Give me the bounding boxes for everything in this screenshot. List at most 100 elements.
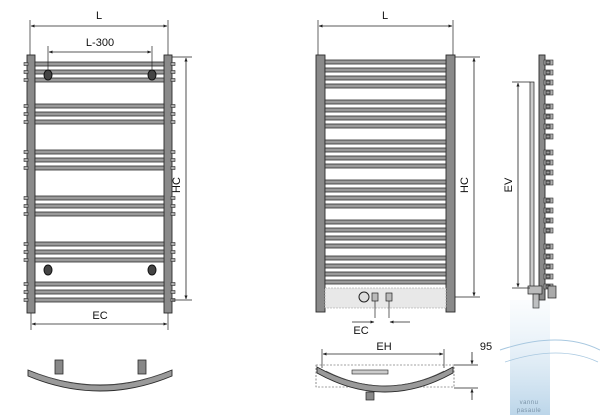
bar-profile-core xyxy=(545,60,551,65)
bar-end-right xyxy=(170,112,176,116)
bar-end-right xyxy=(170,120,176,124)
towel-bar xyxy=(324,195,447,201)
bar-end-left xyxy=(23,70,29,74)
towel-bar xyxy=(324,147,447,153)
towel-bar xyxy=(324,279,447,285)
bar-end-right xyxy=(170,62,176,66)
towel-bar xyxy=(34,257,165,263)
middle-top-view: EH 95 xyxy=(315,341,492,401)
bar-end-right xyxy=(170,196,176,200)
bar-end-left xyxy=(23,204,29,208)
bar-end-left xyxy=(23,158,29,162)
towel-bar xyxy=(324,271,447,277)
towel-bar xyxy=(324,123,447,129)
bar-profile-core xyxy=(545,150,551,155)
towel-bar xyxy=(34,203,165,209)
bar-profile-core xyxy=(545,70,551,75)
towel-bar xyxy=(34,289,165,295)
bar-profile-core xyxy=(545,208,551,213)
middle-right-rail xyxy=(445,54,456,313)
front-centers-label: EC xyxy=(92,310,107,322)
middle-width-label: L xyxy=(382,10,388,22)
towel-bar xyxy=(34,111,165,117)
bar-end-left xyxy=(23,104,29,108)
bar-profile-core xyxy=(545,254,551,259)
front-height-label: HC xyxy=(171,177,183,193)
towel-bar xyxy=(34,249,165,255)
bar-end-right xyxy=(170,242,176,246)
towel-bar xyxy=(34,77,165,83)
bar-end-left xyxy=(23,250,29,254)
towel-bar xyxy=(34,241,165,247)
bar-end-right xyxy=(170,78,176,82)
towel-bar xyxy=(324,227,447,233)
bar-end-right xyxy=(170,166,176,170)
towel-bar xyxy=(324,139,447,145)
bar-end-right xyxy=(170,150,176,154)
towel-bar xyxy=(324,219,447,225)
valve xyxy=(358,291,393,318)
towel-bar xyxy=(34,211,165,217)
bar-end-right xyxy=(170,204,176,208)
watermark-text-1: vannu xyxy=(520,400,539,406)
middle-left-rail xyxy=(315,54,326,313)
towel-bar xyxy=(34,69,165,75)
towel-bar xyxy=(324,243,447,249)
bar-profile-core xyxy=(545,114,551,119)
towel-bar xyxy=(34,165,165,171)
bar-end-right xyxy=(170,290,176,294)
towel-bar xyxy=(324,59,447,65)
middle-view-bars xyxy=(324,59,447,285)
bar-profile-core xyxy=(545,104,551,109)
towel-bar xyxy=(324,99,447,105)
bar-end-left xyxy=(23,196,29,200)
towel-bar xyxy=(324,235,447,241)
middle-centers-label: EC xyxy=(353,325,368,337)
profile-view: EV xyxy=(503,54,557,309)
left-rail xyxy=(26,54,36,314)
bar-profile-core xyxy=(545,90,551,95)
bar-profile-core xyxy=(545,228,551,233)
towel-bar xyxy=(324,67,447,73)
bar-end-right xyxy=(170,104,176,108)
bar-end-left xyxy=(23,112,29,116)
bar-profile-core xyxy=(545,124,551,129)
bar-profile-core xyxy=(545,244,551,249)
bar-end-left xyxy=(23,258,29,262)
eh-label: EH xyxy=(376,341,391,353)
ev-label: EV xyxy=(503,177,515,192)
towel-bar xyxy=(324,115,447,121)
bar-end-left xyxy=(23,282,29,286)
bar-end-left xyxy=(23,78,29,82)
bar-profile-core xyxy=(545,264,551,269)
watermark-logo: vannu pasaule xyxy=(499,300,600,415)
towel-bar xyxy=(324,163,447,169)
towel-bar xyxy=(34,195,165,201)
bar-end-left xyxy=(23,298,29,302)
mounting-brackets xyxy=(43,69,157,276)
towel-bar xyxy=(34,103,165,109)
bar-end-left xyxy=(23,120,29,124)
bar-profile-core xyxy=(545,80,551,85)
towel-bar xyxy=(34,119,165,125)
bar-profile-core xyxy=(545,134,551,139)
bar-end-right xyxy=(170,212,176,216)
bar-end-left xyxy=(23,62,29,66)
bar-end-right xyxy=(170,158,176,162)
towel-bar xyxy=(324,179,447,185)
mount-spacing-label: L-300 xyxy=(86,37,114,49)
bar-end-left xyxy=(23,150,29,154)
middle-height-label: HC xyxy=(459,177,471,193)
towel-bar xyxy=(324,187,447,193)
towel-bar xyxy=(324,155,447,161)
profile-bars xyxy=(543,59,554,290)
left-top-view xyxy=(27,359,173,392)
towel-bar xyxy=(34,281,165,287)
depth-label: 95 xyxy=(480,341,492,353)
bar-profile-core xyxy=(545,170,551,175)
towel-bar xyxy=(34,297,165,303)
bar-end-right xyxy=(170,258,176,262)
bar-profile-core xyxy=(545,180,551,185)
towel-bar xyxy=(324,263,447,269)
